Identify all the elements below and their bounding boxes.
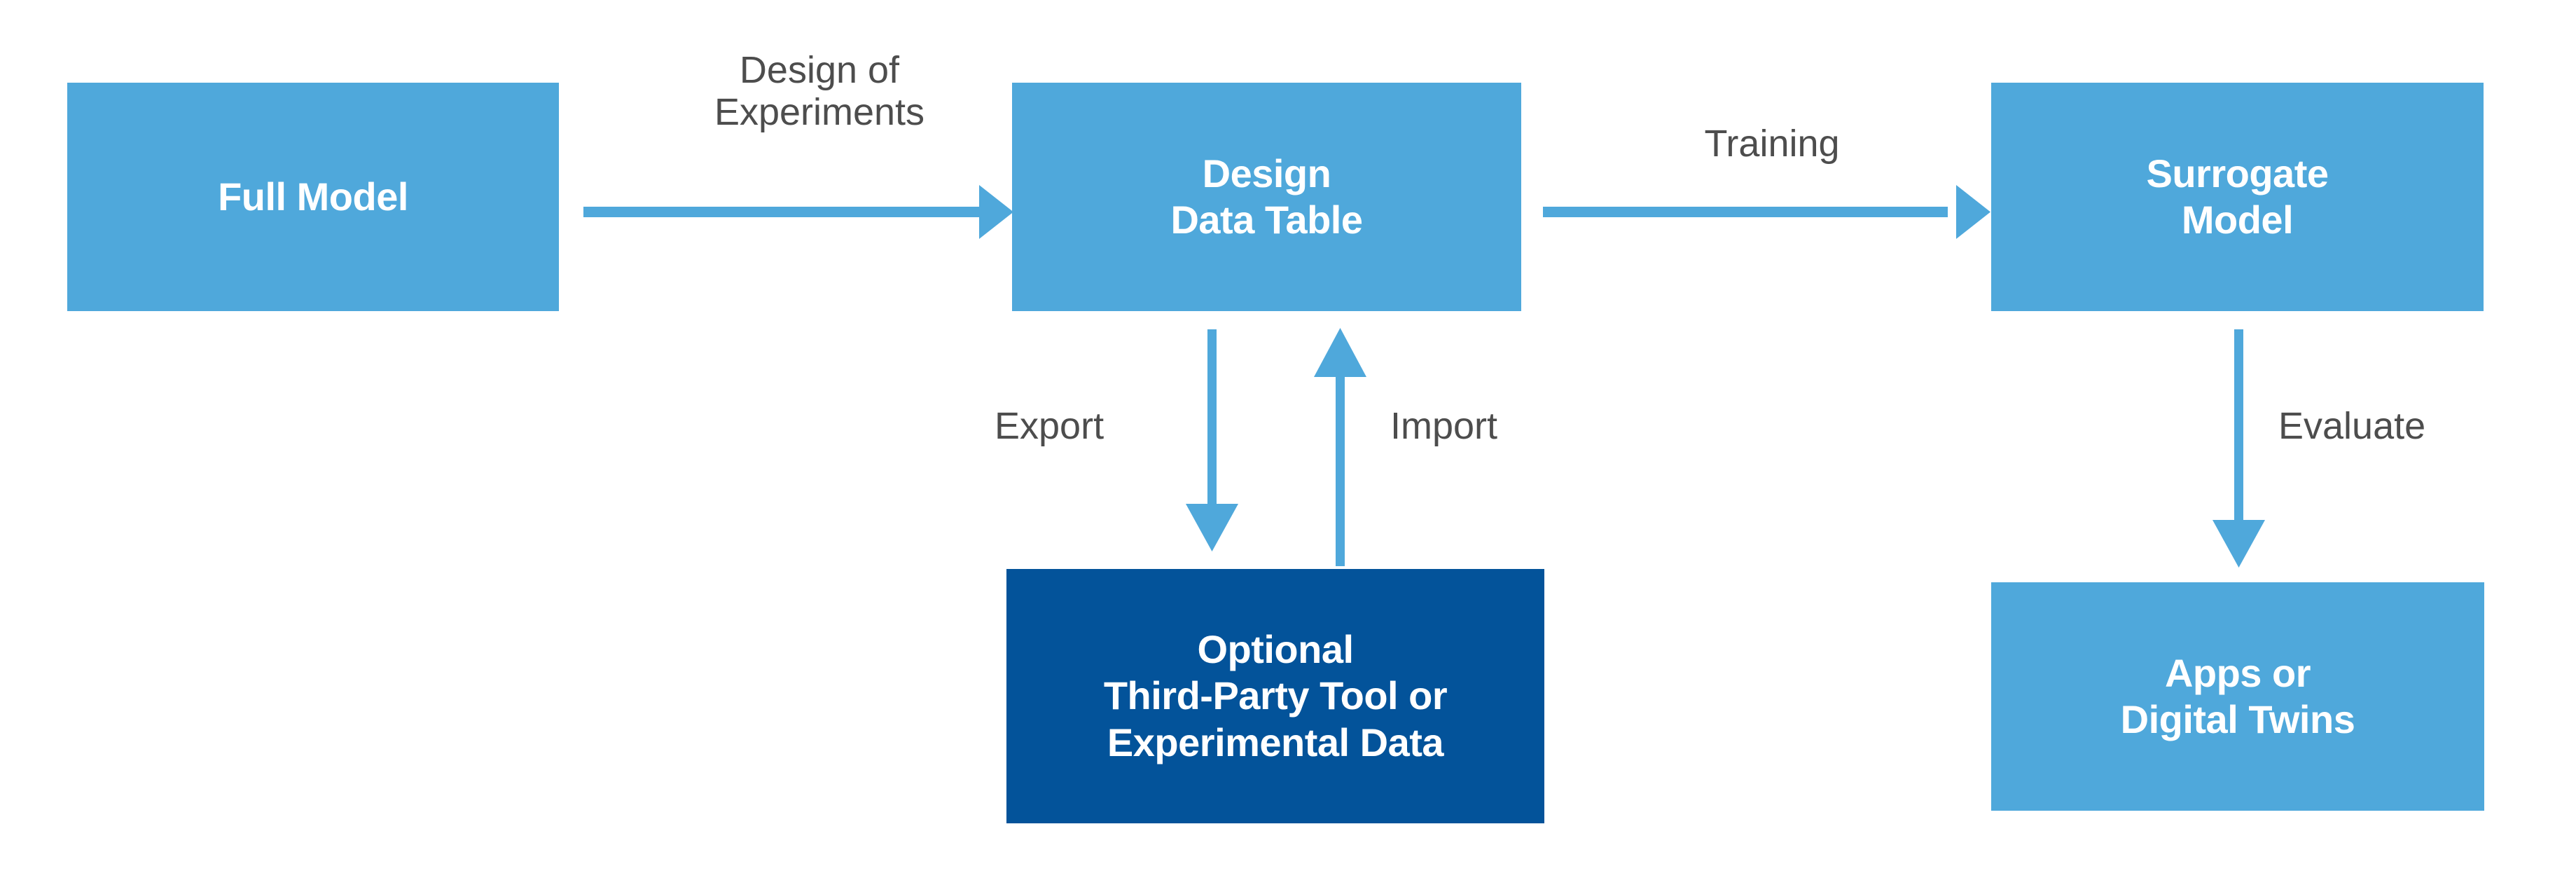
node-apps-or-digital-twins[interactable]: Apps or Digital Twins <box>1991 582 2484 811</box>
arrow-evaluate <box>2213 329 2265 568</box>
node-surrogate-model[interactable]: Surrogate Model <box>1991 83 2484 311</box>
node-full-model-label: Full Model <box>218 174 408 219</box>
node-optional-third-party-tool-label: Optional Third-Party Tool or Experimenta… <box>1103 627 1448 764</box>
node-design-data-table-label: Design Data Table <box>1170 151 1363 242</box>
node-optional-third-party-tool[interactable]: Optional Third-Party Tool or Experimenta… <box>1006 569 1544 823</box>
edge-label-evaluate: Evaluate <box>2278 405 2426 447</box>
edge-label-import: Import <box>1390 405 1498 447</box>
arrow-import <box>1314 328 1366 566</box>
edge-label-training: Training <box>1704 123 1840 165</box>
edge-label-export: Export <box>995 405 1105 447</box>
node-full-model[interactable]: Full Model <box>67 83 559 311</box>
arrow-training <box>1543 185 1990 239</box>
node-apps-or-digital-twins-label: Apps or Digital Twins <box>2120 650 2355 741</box>
arrow-export <box>1186 329 1238 551</box>
node-design-data-table[interactable]: Design Data Table <box>1012 83 1521 311</box>
node-surrogate-model-label: Surrogate Model <box>2146 151 2329 242</box>
edge-label-design-of-experiments: Design of Experiments <box>714 49 925 134</box>
arrow-design-of-experiments <box>583 185 1013 239</box>
